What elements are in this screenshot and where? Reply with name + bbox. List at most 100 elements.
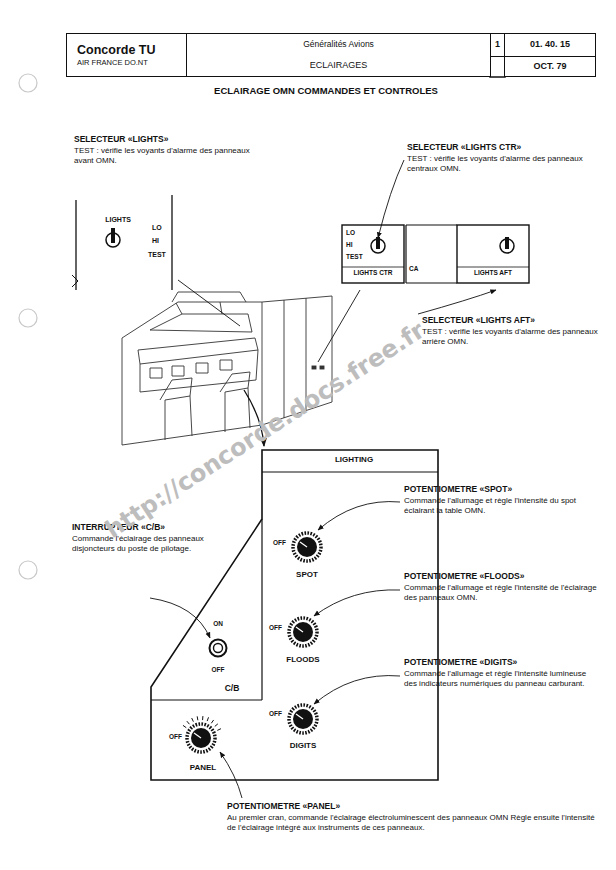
panel-outline [300, 542, 307, 547]
panel-outline [111, 228, 115, 243]
callout-heading: SELECTEUR «LIGHTS» [74, 134, 168, 145]
leader-line [220, 752, 242, 798]
panel-marking: LIGHTS [105, 216, 131, 223]
panel-outline [194, 733, 201, 738]
header-cell: OCT. 79 [504, 56, 596, 77]
cockpit-illustration [138, 338, 258, 364]
panel-strip [406, 224, 457, 225]
panel-outline [214, 644, 223, 653]
panel-marking: C/B [225, 684, 240, 693]
panel-marking: LIGHTS AFT [474, 270, 512, 277]
panel-marking: OFF [269, 625, 282, 632]
cockpit-illustration [122, 296, 332, 338]
header-text: Concorde TU [77, 43, 155, 59]
panel-outline [297, 537, 317, 557]
header-text: 01. 40. 15 [530, 39, 570, 50]
callout-text: TEST : vérifie les voyants d'alarme des … [422, 327, 602, 348]
panel-outline [211, 720, 213, 723]
cockpit-illustration [320, 366, 324, 369]
header-cell: 1 [490, 33, 505, 57]
panel-outline [210, 640, 227, 657]
leader-line [418, 290, 496, 314]
panel-outline [342, 267, 404, 268]
header-cell: Concorde TUAIR FRANCE DO.NT [66, 33, 187, 77]
panel-outline [342, 225, 404, 283]
panel-marking: LIGHTING [335, 456, 373, 464]
panel-outline [75, 200, 76, 290]
panel-marking: DIGITS [290, 742, 317, 750]
panel-marking: OFF [269, 711, 282, 718]
panel-outline [505, 237, 509, 249]
leader-line [318, 502, 400, 530]
header-text: AIR FRANCE DO.NT [77, 58, 148, 67]
header-cell: 01. 40. 15 [504, 33, 596, 57]
callout-heading: POTENTIOMETRE «SPOT» [404, 484, 512, 495]
panel-outline [293, 709, 313, 729]
panel-marking: SPOT [296, 571, 318, 579]
callout-text: TEST : vérifie les voyants d'alarme des … [407, 154, 597, 175]
cockpit-illustration [312, 366, 316, 369]
panel-marking: PANEL [190, 764, 217, 772]
control-panel: LIGHTSLOHITEST [70, 195, 178, 291]
cockpit-illustration [172, 292, 246, 302]
panel-marking: FLOODS [286, 656, 319, 664]
panel-marking: ON [213, 621, 223, 628]
panel-marking: OFF [169, 734, 182, 741]
header-rule [490, 56, 505, 77]
cockpit-illustration [122, 338, 123, 445]
cockpit-illustration [160, 378, 192, 400]
panel-outline [151, 472, 438, 700]
control-panel: LIGHTS AFT [455, 222, 531, 286]
header-text: Généralités Avions [303, 39, 374, 50]
panel-strip [406, 225, 457, 283]
panel-outline [202, 716, 203, 720]
panel-outline [289, 618, 317, 646]
panel-outline [376, 237, 380, 249]
panel-strip [406, 282, 457, 283]
panel-outline [293, 622, 313, 642]
cockpit-illustration [140, 350, 258, 392]
leader-line [150, 598, 210, 638]
panel-marking: LIGHTS CTR [354, 270, 393, 277]
panel-marking: LO [346, 230, 355, 237]
panel-outline [191, 728, 211, 748]
binder-hole [19, 74, 37, 92]
page-title: ECLAIRAGE OMN COMMANDES ET CONTROLES [196, 85, 456, 97]
header-text: OCT. 79 [533, 61, 566, 72]
panel-outline [70, 195, 178, 291]
cockpit-illustration [150, 360, 232, 378]
binder-hole [19, 561, 37, 579]
panel-outline [183, 725, 186, 727]
panel-marking: TEST [148, 251, 166, 258]
leader-line [178, 280, 240, 326]
panel-outline [289, 705, 317, 733]
header-cell: Généralités AvionsECLAIRAGES [186, 33, 491, 77]
panel-outline [187, 724, 215, 752]
callout-heading: POTENTIOMETRE «FLOODS» [404, 571, 524, 582]
panel-outline [187, 721, 190, 724]
watermark: http://concorde.docs.free.fr [101, 318, 428, 542]
cockpit-illustration [220, 372, 250, 392]
panel-marking: HI [346, 242, 353, 249]
panel-outline [217, 729, 221, 731]
leader-line [318, 290, 360, 362]
panel-outline [148, 447, 443, 785]
leader-line [314, 676, 400, 704]
panel-outline [197, 716, 199, 720]
callout-heading: CA [409, 265, 418, 273]
callout-text: Commande l'éclairage des panneaux disjon… [72, 534, 204, 555]
callout-text: TEST : vérifie les voyants d'alarme des … [74, 146, 266, 167]
callout-heading: SELECTEUR «LIGHTS CTR» [407, 142, 521, 153]
panel-outline [192, 718, 194, 722]
header-text: 1 [495, 39, 500, 50]
panel-marking: LO [152, 224, 162, 231]
binder-hole [19, 309, 37, 327]
panel-outline [171, 195, 172, 290]
leader-line [314, 590, 400, 616]
panel-outline [207, 717, 208, 721]
callout-text: Commande l'allumage et règle l'intensité… [404, 496, 600, 517]
panel-marking: TEST [346, 254, 363, 261]
